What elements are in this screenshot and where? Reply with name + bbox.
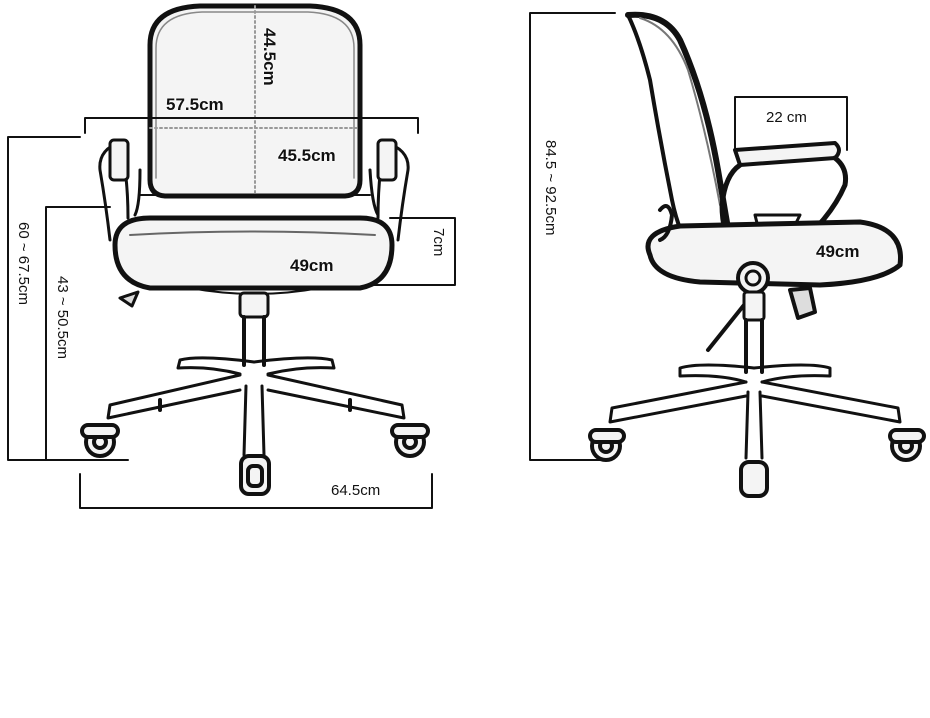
front-casters bbox=[80, 423, 430, 496]
front-dimension-lines bbox=[7, 117, 456, 509]
side-backrest bbox=[625, 11, 733, 243]
side-casters bbox=[588, 428, 926, 498]
armrest-height-label: 60 ~ 67.5cm bbox=[15, 222, 32, 305]
front-seat bbox=[112, 215, 395, 291]
side-armrest bbox=[733, 141, 841, 167]
overall-width-label: 57.5cm bbox=[166, 95, 224, 114]
front-gas-lift bbox=[238, 291, 270, 319]
front-base bbox=[106, 356, 406, 457]
seat-height-label: 43 ~ 50.5cm bbox=[54, 276, 71, 359]
side-seat bbox=[645, 219, 903, 288]
side-chair bbox=[588, 11, 926, 498]
seat-depth-label: 49cm bbox=[816, 242, 860, 261]
side-dimension-lines bbox=[529, 12, 848, 461]
side-base bbox=[608, 363, 902, 460]
backrest-height-label: 44.5cm bbox=[260, 28, 279, 86]
armrest-length-label: 22 cm bbox=[766, 109, 807, 126]
total-height-label: 84.5 ~ 92.5cm bbox=[542, 140, 559, 236]
front-chair bbox=[80, 3, 430, 496]
base-width-label: 64.5cm bbox=[331, 482, 381, 499]
backrest-width-label: 45.5cm bbox=[278, 146, 336, 165]
seat-thickness-label: 7cm bbox=[430, 228, 447, 257]
seat-width-label: 49cm bbox=[290, 256, 334, 275]
